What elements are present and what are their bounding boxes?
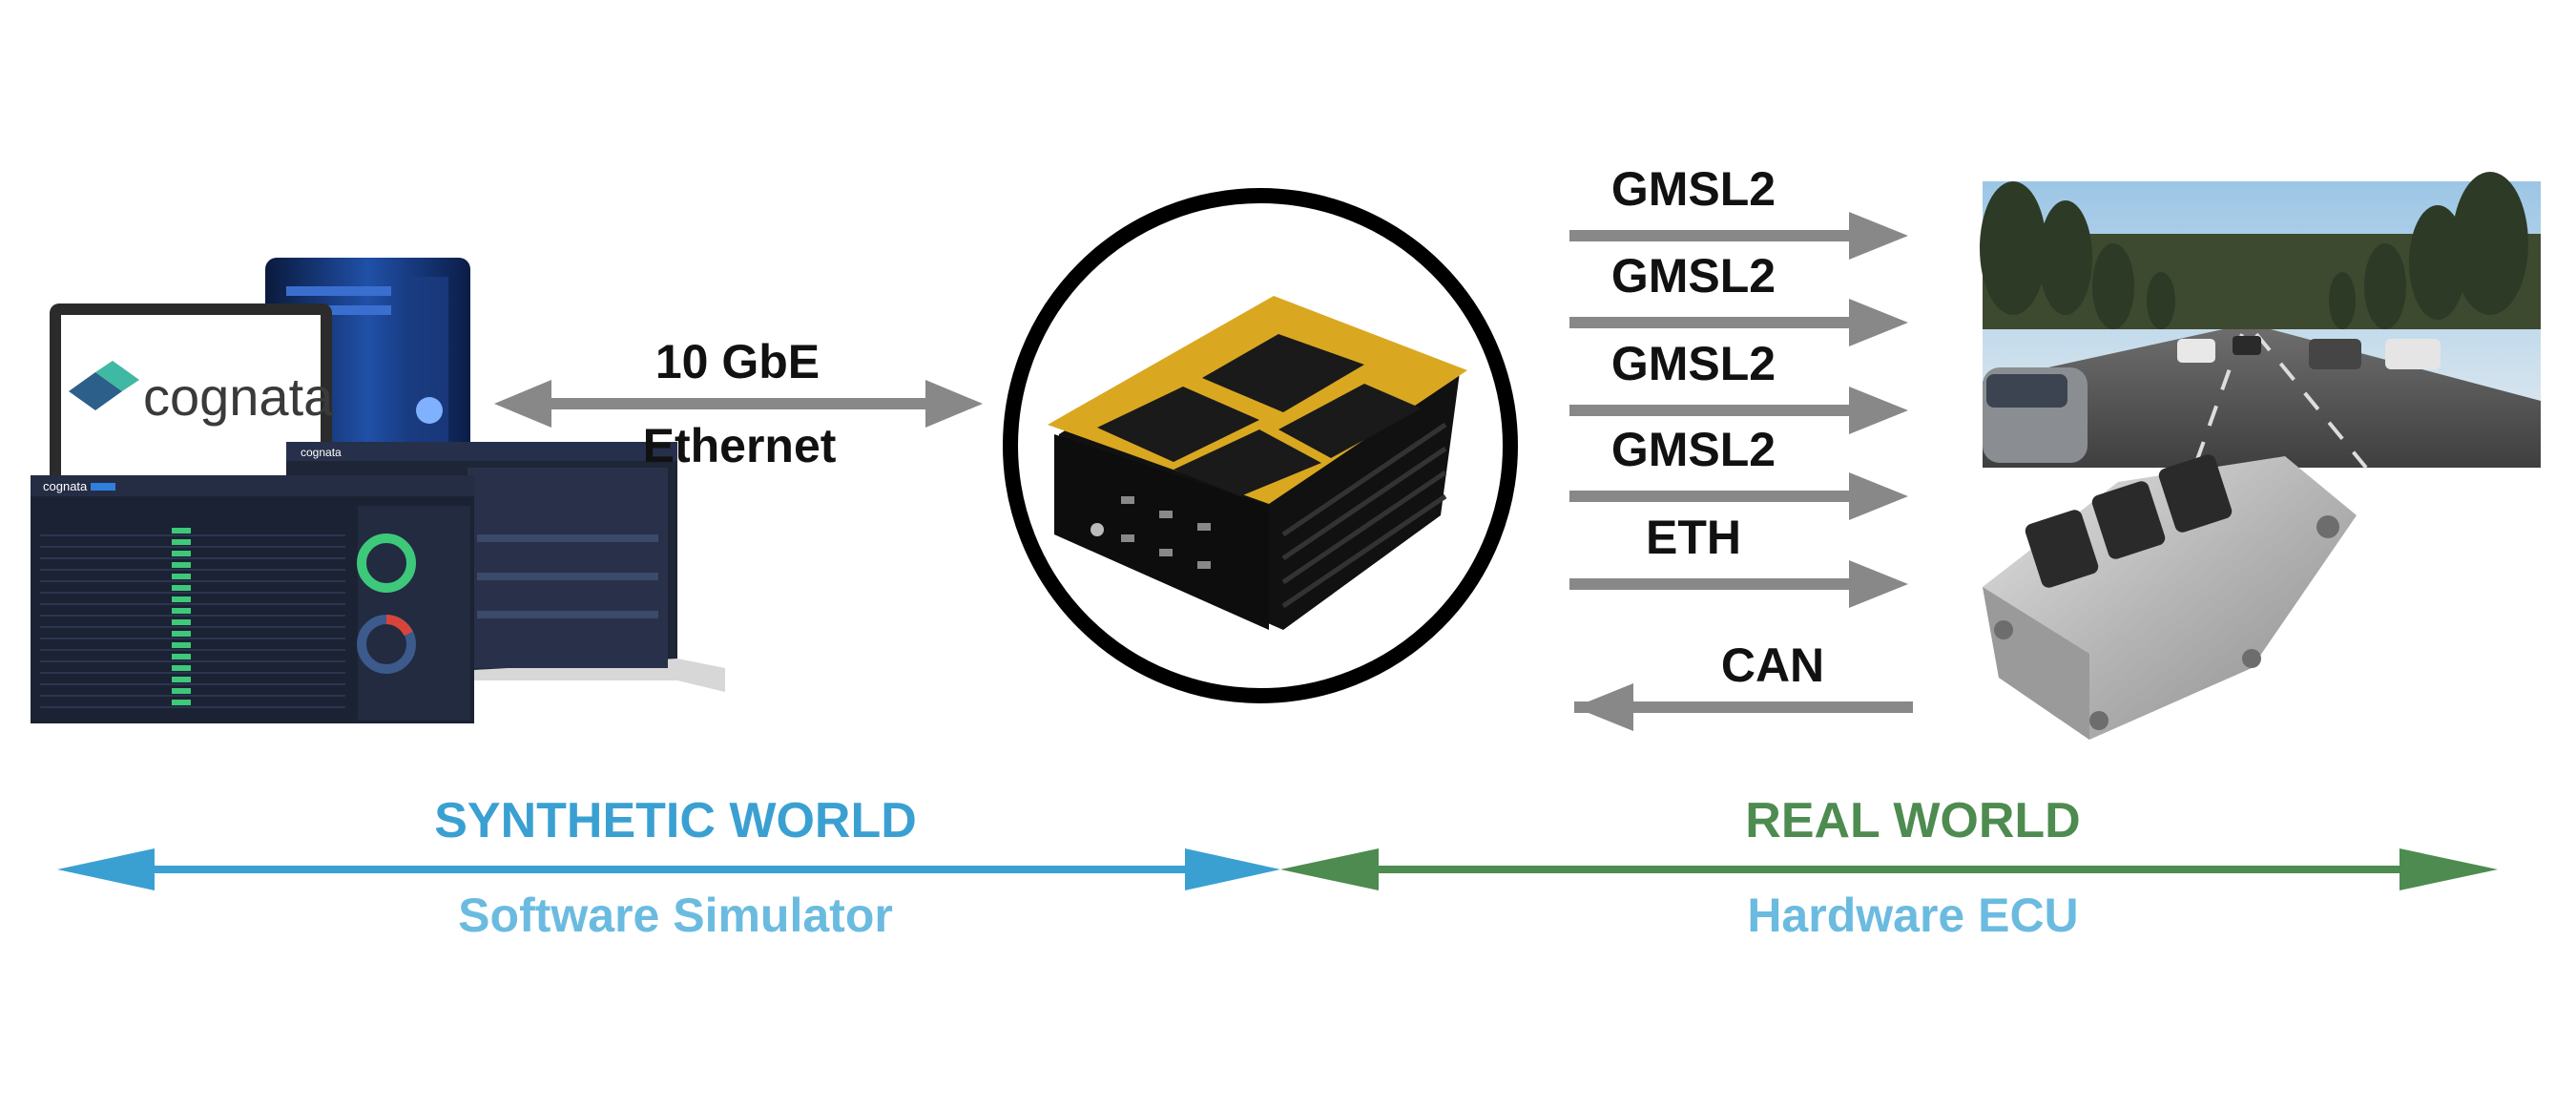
dashboard-table-row (40, 557, 345, 559)
output-links (1569, 212, 1908, 608)
dashboard-table-row (40, 660, 345, 662)
output-link-label-5: ETH (1646, 511, 1741, 564)
synthetic-world-subtitle: Software Simulator (458, 889, 893, 942)
dashboard-table-row (40, 603, 345, 605)
real-arrow-left-head (1280, 848, 1379, 890)
dashboard-table-row (40, 695, 345, 697)
can-link (1574, 683, 1913, 731)
dashboard-table-row (40, 534, 345, 536)
output-link-arrowhead-4 (1849, 472, 1908, 520)
ethernet-arrow-left-head (494, 380, 551, 428)
output-link-arrowhead-3 (1849, 387, 1908, 434)
output-link-label-2: GMSL2 (1610, 249, 1776, 303)
road-camera-image (1980, 172, 2541, 470)
synthetic-arrow-right-head (1185, 848, 1280, 890)
synthetic-world-title: SYNTHETIC WORLD (434, 793, 917, 848)
simulator-computer: cognata cognata cognata (31, 258, 725, 723)
ethernet-label-line2: Ethernet (642, 419, 837, 472)
output-link-label-3: GMSL2 (1610, 337, 1776, 390)
hil-device (1003, 188, 1518, 703)
output-link-arrowhead-5 (1849, 560, 1908, 608)
dashboard-status-pill (172, 574, 191, 579)
real-arrow-right-head (2399, 848, 2498, 890)
dashboard-screenshot-front: cognata (31, 475, 474, 723)
output-link-label-4: GMSL2 (1610, 423, 1776, 476)
dashboard-status-pill (172, 631, 191, 637)
dashboard-status-pill (172, 539, 191, 545)
dashboard-status-pill (172, 665, 191, 671)
real-world-arrow (1280, 848, 2498, 890)
dashboard-status-pill (172, 585, 191, 591)
dashboard-back-brand: cognata (301, 446, 342, 459)
dashboard-table-row (40, 649, 345, 651)
dashboard-table-row (40, 615, 345, 617)
real-world-subtitle: Hardware ECU (1747, 889, 2079, 942)
ethernet-label-line1: 10 GbE (654, 335, 821, 388)
can-arrow-head (1574, 683, 1633, 731)
can-label: CAN (1720, 638, 1825, 692)
dashboard-status-pill (172, 619, 191, 625)
dashboard-table-row (40, 569, 345, 571)
dashboard-status-pill (172, 528, 191, 534)
dashboard-table-row (40, 672, 345, 674)
monitor-icon (50, 303, 332, 494)
dashboard-table-row (40, 592, 345, 594)
dashboard-status-pill (172, 688, 191, 694)
cognata-logo-text: cognata (143, 366, 334, 427)
synthetic-arrow-left-head (57, 848, 155, 890)
ethernet-arrow-right-head (925, 380, 983, 428)
dashboard-table-row (40, 683, 345, 685)
dashboard-table-row (40, 580, 345, 582)
dashboard-status-pill (172, 654, 191, 659)
dashboard-table-row (40, 638, 345, 639)
output-link-arrowhead-2 (1849, 299, 1908, 346)
synthetic-world-arrow (57, 848, 1280, 890)
real-world-title: REAL WORLD (1745, 793, 2081, 848)
dashboard-front-brand: cognata (43, 479, 88, 493)
dashboard-status-pill (172, 677, 191, 682)
output-link-label-1: GMSL2 (1610, 162, 1776, 216)
ethernet-link (494, 380, 983, 428)
dashboard-status-pill (172, 700, 191, 705)
dashboard-status-pill (172, 596, 191, 602)
dashboard-status-pill (172, 642, 191, 648)
dashboard-status-pill (172, 551, 191, 556)
dashboard-status-pill (172, 608, 191, 614)
dashboard-table-row (40, 706, 345, 708)
dashboard-status-pill (172, 562, 191, 568)
dashboard-table-row (40, 546, 345, 548)
dashboard-table-row (40, 626, 345, 628)
ecu-hardware-icon (1983, 454, 2357, 740)
output-link-arrowhead-1 (1849, 212, 1908, 260)
